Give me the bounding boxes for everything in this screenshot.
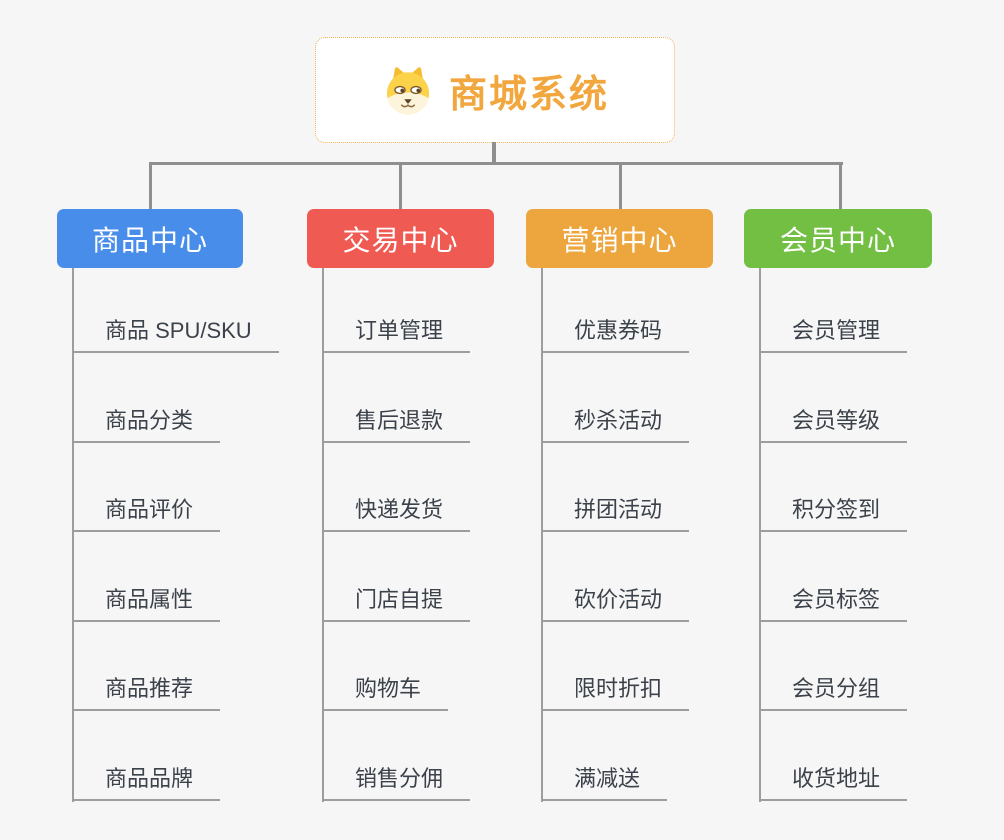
connector-drop-members bbox=[839, 163, 842, 210]
item-label: 商品属性 bbox=[72, 582, 221, 622]
item-label: 秒杀活动 bbox=[541, 403, 690, 443]
connector-drop-trade bbox=[399, 163, 402, 210]
item-label: 商品品牌 bbox=[72, 761, 221, 801]
connector-drop-products bbox=[149, 163, 152, 210]
branch-node-products[interactable]: 商品中心 bbox=[57, 209, 243, 268]
branch-label: 会员中心 bbox=[779, 224, 896, 256]
mindmap-item[interactable]: 商品推荐 bbox=[72, 622, 221, 711]
item-label: 订单管理 bbox=[322, 313, 471, 353]
branch-spine-trade bbox=[322, 268, 324, 802]
mindmap-item[interactable]: 门店自提 bbox=[322, 532, 471, 622]
mindmap-item[interactable]: 满减送 bbox=[541, 711, 668, 801]
dog-face-icon bbox=[386, 67, 430, 115]
mindmap-item[interactable]: 销售分佣 bbox=[322, 711, 471, 801]
mindmap-item[interactable]: 商品 SPU/SKU bbox=[72, 268, 279, 353]
mindmap-item[interactable]: 购物车 bbox=[322, 622, 449, 711]
item-label: 商品 SPU/SKU bbox=[72, 313, 279, 353]
branch-node-members[interactable]: 会员中心 bbox=[744, 209, 932, 268]
mindmap-item[interactable]: 商品分类 bbox=[72, 353, 221, 443]
branch-spine-members bbox=[759, 268, 761, 802]
branch-node-marketing[interactable]: 营销中心 bbox=[526, 209, 713, 268]
mindmap-item[interactable]: 售后退款 bbox=[322, 353, 471, 443]
mindmap-item[interactable]: 秒杀活动 bbox=[541, 353, 690, 443]
branch-items-trade: 订单管理 售后退款 快递发货 门店自提 购物车 销售分佣 bbox=[322, 268, 471, 801]
item-label: 商品评价 bbox=[72, 492, 221, 532]
branch-spine-products bbox=[72, 268, 74, 802]
root-title: 商城系统 bbox=[448, 73, 609, 116]
connector-root-stub bbox=[492, 142, 496, 164]
mindmap-item[interactable]: 拼团活动 bbox=[541, 443, 690, 532]
branch-spine-marketing bbox=[541, 268, 543, 802]
item-label: 门店自提 bbox=[322, 582, 471, 622]
item-label: 砍价活动 bbox=[541, 582, 690, 622]
item-label: 会员等级 bbox=[759, 403, 908, 443]
mindmap-item[interactable]: 订单管理 bbox=[322, 268, 471, 353]
item-label: 拼团活动 bbox=[541, 492, 690, 532]
mindmap-item[interactable]: 积分签到 bbox=[759, 443, 908, 532]
mindmap-item[interactable]: 商品属性 bbox=[72, 532, 221, 622]
item-label: 商品分类 bbox=[72, 403, 221, 443]
mindmap-item[interactable]: 砍价活动 bbox=[541, 532, 690, 622]
mindmap-item[interactable]: 会员等级 bbox=[759, 353, 908, 443]
mindmap-item[interactable]: 限时折扣 bbox=[541, 622, 690, 711]
item-label: 会员管理 bbox=[759, 313, 908, 353]
item-label: 积分签到 bbox=[759, 492, 908, 532]
item-label: 售后退款 bbox=[322, 403, 471, 443]
mindmap-item[interactable]: 收货地址 bbox=[759, 711, 908, 801]
item-label: 满减送 bbox=[541, 761, 668, 801]
item-label: 限时折扣 bbox=[541, 671, 690, 711]
item-label: 商品推荐 bbox=[72, 671, 221, 711]
branch-label: 商品中心 bbox=[91, 224, 208, 256]
connector-drop-marketing bbox=[619, 163, 622, 210]
item-label: 会员分组 bbox=[759, 671, 908, 711]
mindmap-item[interactable]: 商品评价 bbox=[72, 443, 221, 532]
mindmap-item[interactable]: 会员标签 bbox=[759, 532, 908, 622]
item-label: 销售分佣 bbox=[322, 761, 471, 801]
item-label: 快递发货 bbox=[322, 492, 471, 532]
root-node-mall-system[interactable]: 商城系统 bbox=[315, 37, 675, 143]
branch-items-marketing: 优惠券码 秒杀活动 拼团活动 砍价活动 限时折扣 满减送 bbox=[541, 268, 690, 801]
mindmap-item[interactable]: 会员分组 bbox=[759, 622, 908, 711]
connector-bus bbox=[149, 162, 843, 165]
branch-label: 交易中心 bbox=[342, 224, 459, 256]
branch-items-products: 商品 SPU/SKU 商品分类 商品评价 商品属性 商品推荐 商品品牌 bbox=[72, 268, 279, 801]
mindmap-item[interactable]: 会员管理 bbox=[759, 268, 908, 353]
mindmap-item[interactable]: 快递发货 bbox=[322, 443, 471, 532]
branch-node-trade[interactable]: 交易中心 bbox=[307, 209, 494, 268]
item-label: 购物车 bbox=[322, 671, 449, 711]
mindmap-item[interactable]: 优惠券码 bbox=[541, 268, 690, 353]
mindmap-item[interactable]: 商品品牌 bbox=[72, 711, 221, 801]
branch-label: 营销中心 bbox=[561, 224, 678, 256]
item-label: 收货地址 bbox=[759, 761, 908, 801]
item-label: 会员标签 bbox=[759, 582, 908, 622]
branch-items-members: 会员管理 会员等级 积分签到 会员标签 会员分组 收货地址 bbox=[759, 268, 908, 801]
item-label: 优惠券码 bbox=[541, 313, 690, 353]
